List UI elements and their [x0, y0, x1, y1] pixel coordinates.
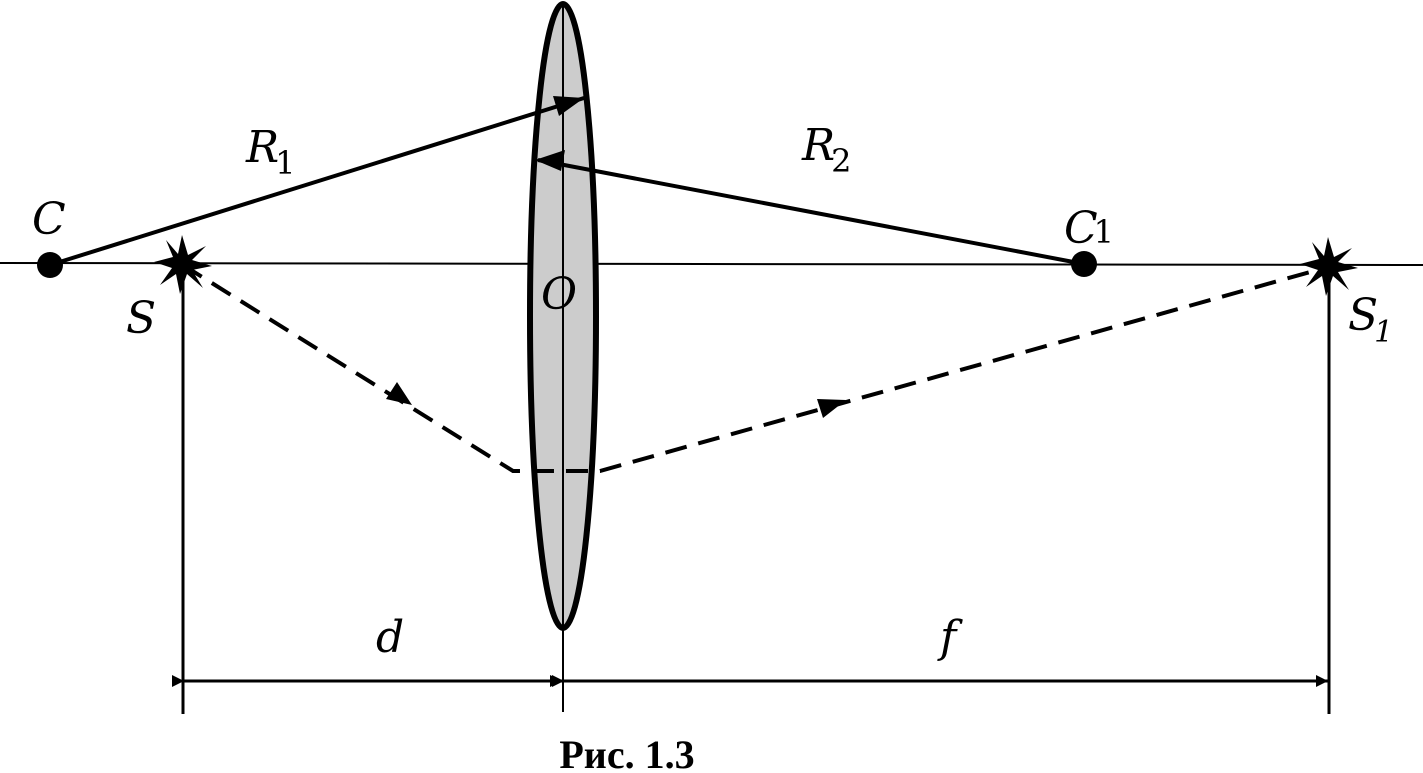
label-s: S [126, 293, 156, 344]
center-c1-point [1071, 251, 1097, 277]
label-c: C [32, 194, 66, 245]
source-s-star [154, 235, 212, 294]
label-d: d [376, 612, 404, 663]
radius-r1-line [49, 96, 585, 267]
ray-arrow-left [386, 382, 412, 405]
figure-caption: Рис. 1.3 [559, 732, 694, 773]
label-s1: S1 [1348, 290, 1393, 350]
radius-r2-arrowhead [535, 150, 565, 171]
center-c-point [37, 252, 63, 278]
light-ray-dashed [181, 263, 1329, 473]
label-c1: C1 [1064, 203, 1114, 254]
image-s1-star [1300, 237, 1358, 296]
radius-r2-line [537, 158, 1085, 266]
label-f: f [937, 612, 963, 663]
label-r1: R1 [245, 122, 296, 182]
optical-axis [0, 262, 1423, 266]
label-r2: R2 [801, 120, 852, 180]
ray-arrow-right [817, 399, 846, 418]
label-o: O [541, 269, 577, 320]
radius-r1-arrowhead [553, 96, 584, 116]
